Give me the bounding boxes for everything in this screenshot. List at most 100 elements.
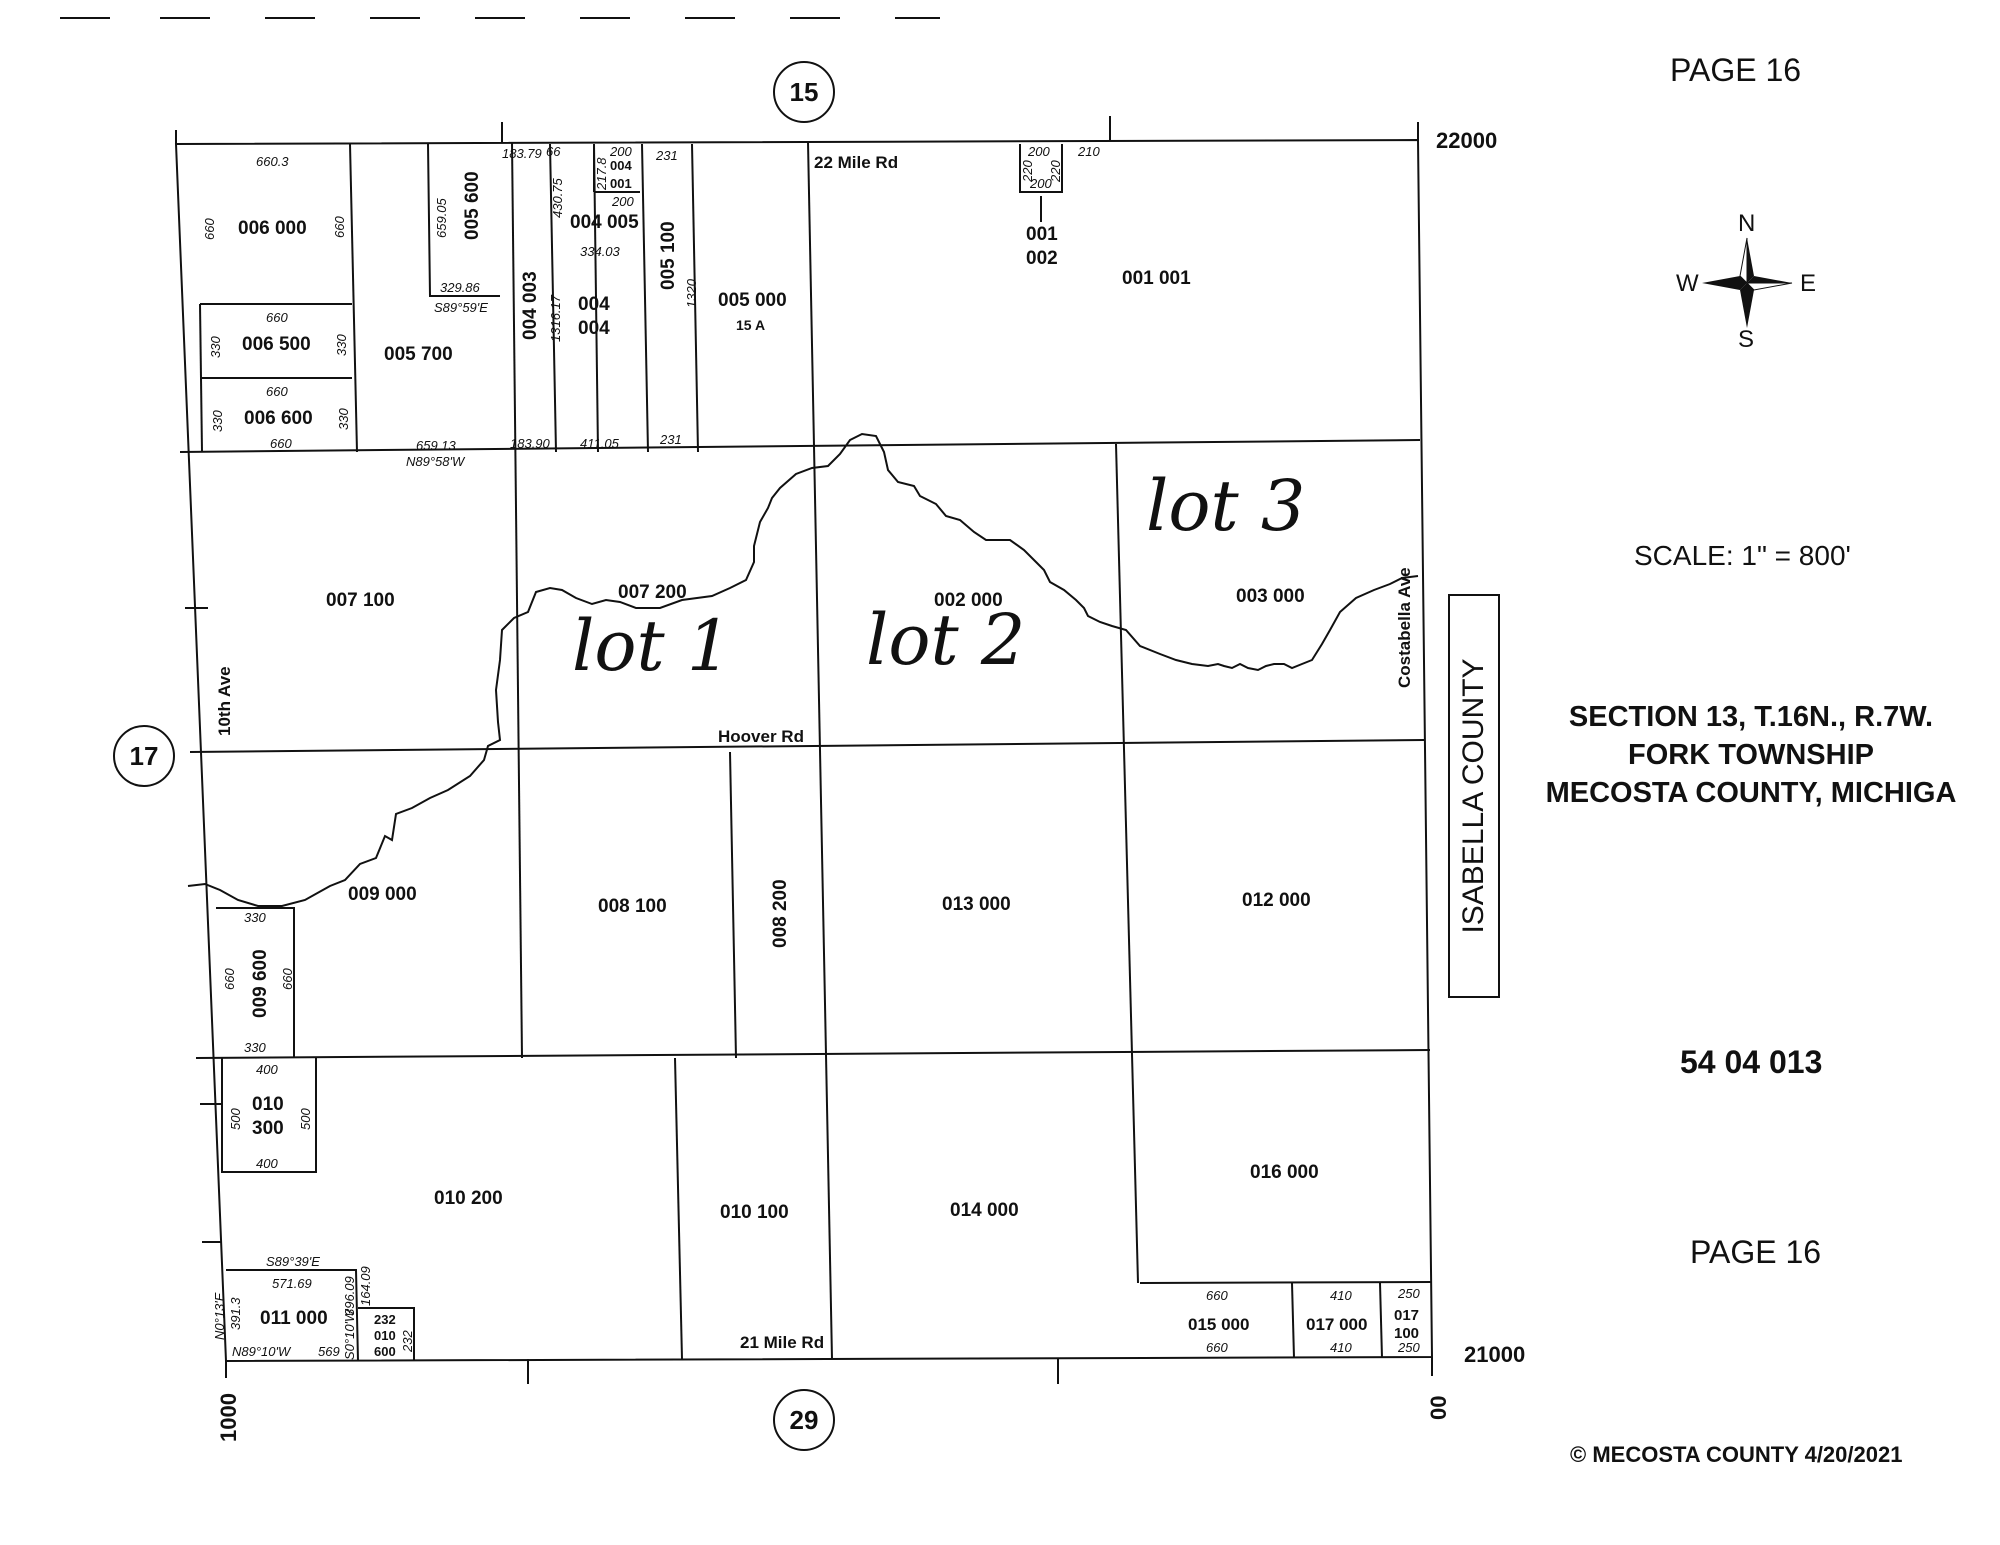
parcel-004-top: 004 bbox=[610, 158, 632, 173]
map-number: 54 04 013 bbox=[1680, 1044, 1823, 1080]
dim-label: S89°39'E bbox=[266, 1254, 320, 1269]
parcel-007-200: 007 200 bbox=[618, 582, 687, 603]
parcel-006-600: 006 600 bbox=[244, 408, 313, 429]
parcel-003-000: 003 000 bbox=[1236, 586, 1305, 607]
parcel-012-000: 012 000 bbox=[1242, 890, 1311, 911]
parcel-002-000: 002 000 bbox=[934, 590, 1003, 611]
dim-label: 400 bbox=[256, 1156, 278, 1171]
parcel-lines bbox=[174, 116, 1434, 1384]
dim-label: 500 bbox=[298, 1108, 313, 1130]
coordinates: 22000 21000 1000 00 bbox=[216, 128, 1525, 1442]
handwritten-lots: lot 1 lot 2 lot 3 bbox=[572, 465, 1305, 687]
parcel-002: 002 bbox=[1026, 248, 1058, 269]
parcel-008-200: 008 200 bbox=[770, 879, 791, 948]
dim-label: 660 bbox=[280, 968, 295, 990]
dim-label: S0°10'W bbox=[342, 1308, 357, 1360]
dim-label: 250 bbox=[1397, 1286, 1420, 1301]
compass-n: N bbox=[1738, 210, 1756, 237]
parcel-016-000: 016 000 bbox=[1250, 1162, 1319, 1183]
parcel-15a: 15 A bbox=[736, 317, 765, 333]
parcel-011-000: 011 000 bbox=[260, 1308, 328, 1329]
scale-label: SCALE: 1" = 800' bbox=[1634, 540, 1851, 571]
parcel-006-500: 006 500 bbox=[242, 334, 311, 355]
parcel-005-100: 005 100 bbox=[658, 221, 679, 290]
dim-label: 183.79 bbox=[502, 146, 542, 161]
coord-bottom-left: 1000 bbox=[216, 1393, 241, 1442]
parcel-005-700: 005 700 bbox=[384, 344, 453, 365]
dim-label: 659.05 bbox=[434, 197, 449, 238]
parcel-015-000: 015 000 bbox=[1188, 1315, 1249, 1334]
dim-label: 660.3 bbox=[256, 154, 289, 169]
coord-bottom-corner: 00 bbox=[1426, 1396, 1451, 1420]
lot1-label: lot 1 bbox=[572, 605, 731, 687]
dim-label: 500 bbox=[228, 1108, 243, 1130]
dim-label: 66 bbox=[546, 144, 561, 159]
road-21-mile: 21 Mile Rd bbox=[740, 1333, 824, 1352]
title-line-1: SECTION 13, T.16N., R.7W. bbox=[1568, 701, 1934, 733]
dim-label: 250 bbox=[1397, 1340, 1420, 1355]
parcel-009-600: 009 600 bbox=[250, 949, 271, 1018]
neighbor-sections: 15 17 29 bbox=[113, 61, 835, 1451]
neighbor-south: 29 bbox=[790, 1405, 819, 1435]
dim-label: 217.8 bbox=[594, 157, 609, 191]
dim-label: 410 bbox=[1330, 1288, 1352, 1303]
road-10th-ave: 10th Ave bbox=[215, 666, 234, 736]
copyright: © MECOSTA COUNTY 4/20/2021 bbox=[1570, 1442, 1903, 1467]
coord-top-right: 22000 bbox=[1436, 128, 1497, 153]
lot2-label: lot 2 bbox=[866, 599, 1025, 681]
section-title: SECTION 13, T.16N., R.7W. FORK TOWNSHIP … bbox=[1506, 698, 1996, 812]
parcel-004-005: 004 005 bbox=[570, 212, 639, 233]
dim-label: 569 bbox=[318, 1344, 340, 1359]
dim-label: 660 bbox=[332, 216, 347, 238]
parcel-006-000: 006 000 bbox=[238, 218, 307, 239]
neighbor-west: 17 bbox=[130, 741, 159, 771]
dim-label: 1316.17 bbox=[548, 294, 563, 342]
dim-label: 391.3 bbox=[228, 1297, 243, 1330]
compass-e: E bbox=[1800, 270, 1817, 297]
dim-label: 410 bbox=[1330, 1340, 1352, 1355]
dim-label: N89°58'W bbox=[406, 454, 466, 469]
dim-label: 330 bbox=[244, 1040, 266, 1055]
dimension-labels: 660.3 660 660 660 330 330 660 330 330 66… bbox=[202, 144, 1420, 1360]
dim-label: 200 bbox=[609, 144, 632, 159]
dim-label: 330 bbox=[334, 334, 349, 356]
road-22-mile: 22 Mile Rd bbox=[814, 153, 898, 172]
county-box: ISABELLA COUNTY bbox=[1448, 594, 1500, 998]
parcel-014-000: 014 000 bbox=[950, 1200, 1019, 1221]
parcel-010-300-a: 010 bbox=[252, 1094, 284, 1115]
parcel-010-100: 010 100 bbox=[720, 1202, 789, 1223]
title-line-2: FORK TOWNSHIP bbox=[1628, 739, 1874, 771]
road-labels: 22 Mile Rd Hoover Rd 21 Mile Rd 10th Ave… bbox=[215, 153, 1414, 1352]
tax-map: 15 17 29 22000 21000 1000 00 22 Mile Rd … bbox=[60, 17, 1525, 1451]
page-number-bottom: PAGE 16 bbox=[1690, 1234, 1822, 1270]
parcel-009-000: 009 000 bbox=[348, 884, 417, 905]
river-line bbox=[187, 432, 1419, 907]
dim-label: 1320 bbox=[684, 278, 699, 308]
dim-label: 200 bbox=[1027, 144, 1050, 159]
parcel-004-004-a: 004 bbox=[578, 294, 610, 315]
neighbor-north: 15 bbox=[790, 77, 819, 107]
parcel-017-100-a: 017 bbox=[1394, 1307, 1419, 1324]
dim-label: 660 bbox=[202, 218, 217, 240]
dim-label: 330 bbox=[244, 910, 266, 925]
parcel-010-300-b: 300 bbox=[252, 1118, 284, 1139]
dim-label: 220 bbox=[1020, 160, 1035, 183]
dim-label: 660 bbox=[270, 436, 292, 451]
title-line-3: MECOSTA COUNTY, MICHIGA bbox=[1545, 777, 1957, 809]
compass-rose: N S W E bbox=[1672, 208, 1822, 358]
dim-label: 200 bbox=[611, 194, 634, 209]
parcel-010-600-a: 232 bbox=[374, 1312, 396, 1327]
dim-label: 660 bbox=[266, 310, 288, 325]
dim-label: 659.13 bbox=[416, 438, 457, 453]
parcel-001: 001 bbox=[1026, 224, 1058, 245]
dim-label: 232 bbox=[400, 1330, 415, 1353]
dim-label: 660 bbox=[1206, 1288, 1228, 1303]
dim-label: 400 bbox=[256, 1062, 278, 1077]
dim-label: 210 bbox=[1077, 144, 1100, 159]
lot3-label: lot 3 bbox=[1146, 465, 1305, 547]
dim-label: 660 bbox=[222, 968, 237, 990]
parcel-004-003: 004 003 bbox=[520, 271, 541, 340]
dim-label: 329.86 bbox=[440, 280, 481, 295]
parcel-001-001: 001 001 bbox=[1122, 268, 1191, 289]
compass-s: S bbox=[1738, 326, 1755, 353]
